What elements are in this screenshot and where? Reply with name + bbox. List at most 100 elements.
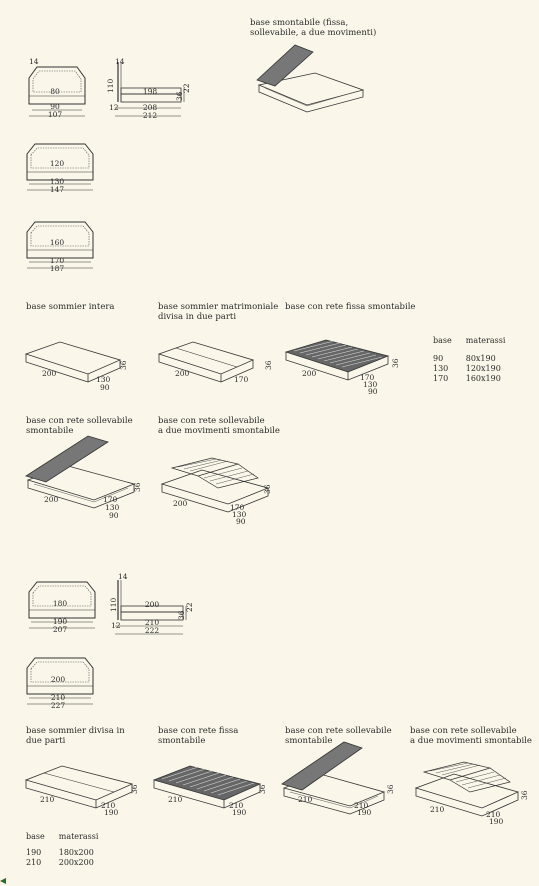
dim-width-160: 160 xyxy=(49,238,65,247)
dim-t1-36: 36 xyxy=(130,784,139,794)
dim-width-180: 180 xyxy=(52,599,68,608)
headboard-front-80 xyxy=(28,66,86,105)
dim-s4-90: 90 xyxy=(109,511,119,520)
dim-height-14-side-2: 14 xyxy=(118,572,128,581)
bed-side-view-1 xyxy=(115,62,185,117)
dim-t3-36: 36 xyxy=(386,784,395,794)
table-cell: 120x190 xyxy=(465,364,501,373)
dim-width-190: 190 xyxy=(52,617,68,626)
dim-t2-210b: 210 xyxy=(229,801,244,810)
dim-t4-210b: 210 xyxy=(486,810,501,819)
dim-t4-36: 36 xyxy=(520,790,529,800)
dim-height-22-2: 22 xyxy=(185,602,194,612)
headboard-front-180 xyxy=(28,581,96,629)
dim-width-120: 120 xyxy=(49,159,65,168)
dim-lines-90 xyxy=(29,109,85,117)
label-sommier-divisa: base sommier divisa in due parti xyxy=(26,726,125,746)
dim-depth-12: 12 xyxy=(109,103,119,112)
table-cell: 170 xyxy=(433,374,449,383)
headboard-front-200 xyxy=(26,657,94,705)
table-header: materassi xyxy=(465,336,506,345)
dim-s5-130: 130 xyxy=(232,510,247,519)
dim-depth-200: 200 xyxy=(144,600,160,609)
dim-height-110: 110 xyxy=(106,78,115,93)
dim-width-147: 147 xyxy=(49,185,65,194)
dim-s3-170: 170 xyxy=(360,373,375,382)
dim-s3-36: 36 xyxy=(391,358,400,368)
dim-height-36-2: 36 xyxy=(177,610,186,620)
dim-t2-210: 210 xyxy=(168,795,183,804)
dim-s2-36: 36 xyxy=(264,360,273,370)
dim-t3-210: 210 xyxy=(298,795,313,804)
dim-width-210: 210 xyxy=(50,693,66,702)
sommier-divisa-iso xyxy=(24,765,134,809)
rete-fissa-iso-2 xyxy=(152,765,262,809)
dim-depth-210: 210 xyxy=(144,618,160,627)
headboard-front-160 xyxy=(26,221,94,269)
dim-width-170: 170 xyxy=(49,256,65,265)
label-rete-sollevabile-2: base con rete sollevabile smontabile xyxy=(285,726,392,746)
label-sommier-matrimoniale: base sommier matrimoniale divisa in due … xyxy=(158,302,279,322)
dim-width-107: 107 xyxy=(47,110,63,119)
dim-s4-170: 170 xyxy=(103,495,118,504)
label-rete-due-movimenti-2: base con rete sollevabile a due moviment… xyxy=(410,726,532,746)
dim-t2-36: 36 xyxy=(258,784,267,794)
dim-s1-200: 200 xyxy=(42,369,57,378)
dim-t3-190: 190 xyxy=(357,808,372,817)
dim-height-110-2: 110 xyxy=(109,597,118,612)
dim-t3-210b: 210 xyxy=(354,801,369,810)
sommier-matrimoniale-iso xyxy=(157,341,255,383)
dim-width-80: 80 xyxy=(50,87,60,96)
table-cell: 160x190 xyxy=(465,374,501,383)
dim-depth-222: 222 xyxy=(144,626,160,635)
dim-s5-170: 170 xyxy=(230,503,245,512)
label-sommier-intera: base sommier intera xyxy=(26,302,115,312)
dim-width-227: 227 xyxy=(50,701,66,710)
label-rete-due-movimenti: base con rete sollevabile a due moviment… xyxy=(158,416,280,436)
dim-height-14-side: 14 xyxy=(115,57,125,66)
dim-s2-170: 170 xyxy=(234,375,249,384)
dim-s4-200: 200 xyxy=(44,495,59,504)
label-rete-sollevabile: base con rete sollevabile smontabile xyxy=(26,416,133,436)
dim-width-90: 90 xyxy=(50,102,60,111)
dim-s4-130: 130 xyxy=(105,503,120,512)
dim-s4-36: 36 xyxy=(133,482,142,492)
table-cell: 200x200 xyxy=(58,858,94,867)
dim-t2-190: 190 xyxy=(232,808,247,817)
dim-s1-130: 130 xyxy=(96,375,111,384)
dim-width-200: 200 xyxy=(50,675,66,684)
dim-s5-200: 200 xyxy=(173,499,188,508)
dim-depth-208: 208 xyxy=(142,103,158,112)
dim-s3-130: 130 xyxy=(363,380,378,389)
headboard-front-120 xyxy=(26,143,94,191)
bed-side-view-2 xyxy=(115,580,187,635)
rete-fissa-iso xyxy=(284,339,390,381)
table-cell: 180x200 xyxy=(58,848,94,857)
dim-s1-36: 36 xyxy=(119,360,128,370)
rete-due-movimenti-iso-2 xyxy=(414,761,520,817)
dim-depth-198: 198 xyxy=(142,87,158,96)
dim-height-36: 36 xyxy=(175,91,184,101)
dim-t1-210b: 210 xyxy=(101,801,116,810)
table-header: base xyxy=(26,832,45,841)
dim-t1-190: 190 xyxy=(104,808,119,817)
table-cell: 90 xyxy=(433,354,444,363)
table-cell: 190 xyxy=(26,848,42,857)
table-header: base xyxy=(433,336,452,345)
table-cell: 80x190 xyxy=(465,354,496,363)
dim-width-187: 187 xyxy=(49,264,65,273)
label-base-smontabile: base smontabile (fissa, sollevabile, a d… xyxy=(250,18,377,38)
dim-height-14: 14 xyxy=(29,57,39,66)
rete-sollevabile-iso xyxy=(25,435,136,509)
dim-s5-90: 90 xyxy=(236,517,246,526)
dim-s5-36: 36 xyxy=(263,484,272,494)
dim-t4-210: 210 xyxy=(430,805,445,814)
base-smontabile-iso xyxy=(256,44,365,113)
dim-width-207: 207 xyxy=(52,625,68,634)
table-cell: 210 xyxy=(26,858,42,867)
dim-s3-200: 200 xyxy=(302,369,317,378)
dim-width-130: 130 xyxy=(49,177,65,186)
label-rete-fissa-2: base con rete fissa smontabile xyxy=(158,726,239,746)
